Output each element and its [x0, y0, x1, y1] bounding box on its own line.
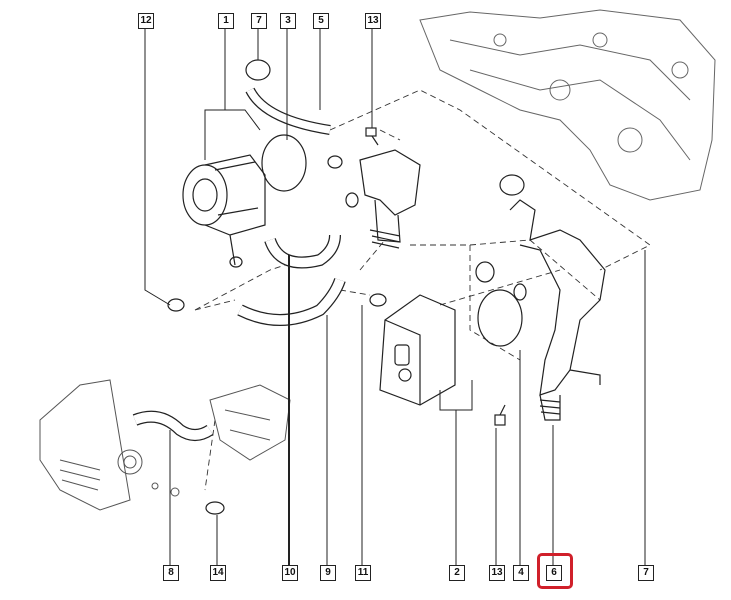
callout-7-bottom[interactable]: 7: [638, 565, 654, 581]
bolt-13b: [494, 404, 506, 426]
callout-9[interactable]: 9: [320, 565, 336, 581]
hose-9: [237, 277, 346, 326]
hose-5: [245, 87, 331, 135]
hose-10: [264, 234, 341, 269]
callout-4[interactable]: 4: [513, 565, 529, 581]
callout-8[interactable]: 8: [163, 565, 179, 581]
o-ring-3: [261, 134, 307, 192]
egr-assembly: [39, 379, 291, 511]
water-pipe-6: [509, 199, 606, 421]
callout-7[interactable]: 7: [251, 13, 267, 29]
hose-clamp-14: [205, 501, 225, 515]
bolt-13: [365, 127, 379, 146]
hose-clamp-12: [167, 298, 185, 312]
o-ring-7: [245, 59, 271, 81]
callout-3[interactable]: 3: [280, 13, 296, 29]
highlight-box: [537, 553, 573, 589]
callout-5[interactable]: 5: [313, 13, 329, 29]
callout-12[interactable]: 12: [138, 13, 154, 29]
hose-8: [132, 410, 214, 441]
oil-cooler-part-2: [379, 294, 456, 406]
callout-13-bottom[interactable]: 13: [489, 565, 505, 581]
oil-cooler-part-1: [182, 154, 266, 268]
o-ring-7b: [499, 174, 525, 196]
callout-10[interactable]: 10: [282, 565, 298, 581]
callout-14[interactable]: 14: [210, 565, 226, 581]
callout-1[interactable]: 1: [218, 13, 234, 29]
callout-11[interactable]: 11: [355, 565, 371, 581]
callout-6[interactable]: 6: [546, 565, 562, 581]
callout-2[interactable]: 2: [449, 565, 465, 581]
engine-block: [419, 9, 716, 201]
water-outlet-housing: [327, 149, 421, 249]
callout-13[interactable]: 13: [365, 13, 381, 29]
hose-clamp-11: [369, 293, 387, 307]
